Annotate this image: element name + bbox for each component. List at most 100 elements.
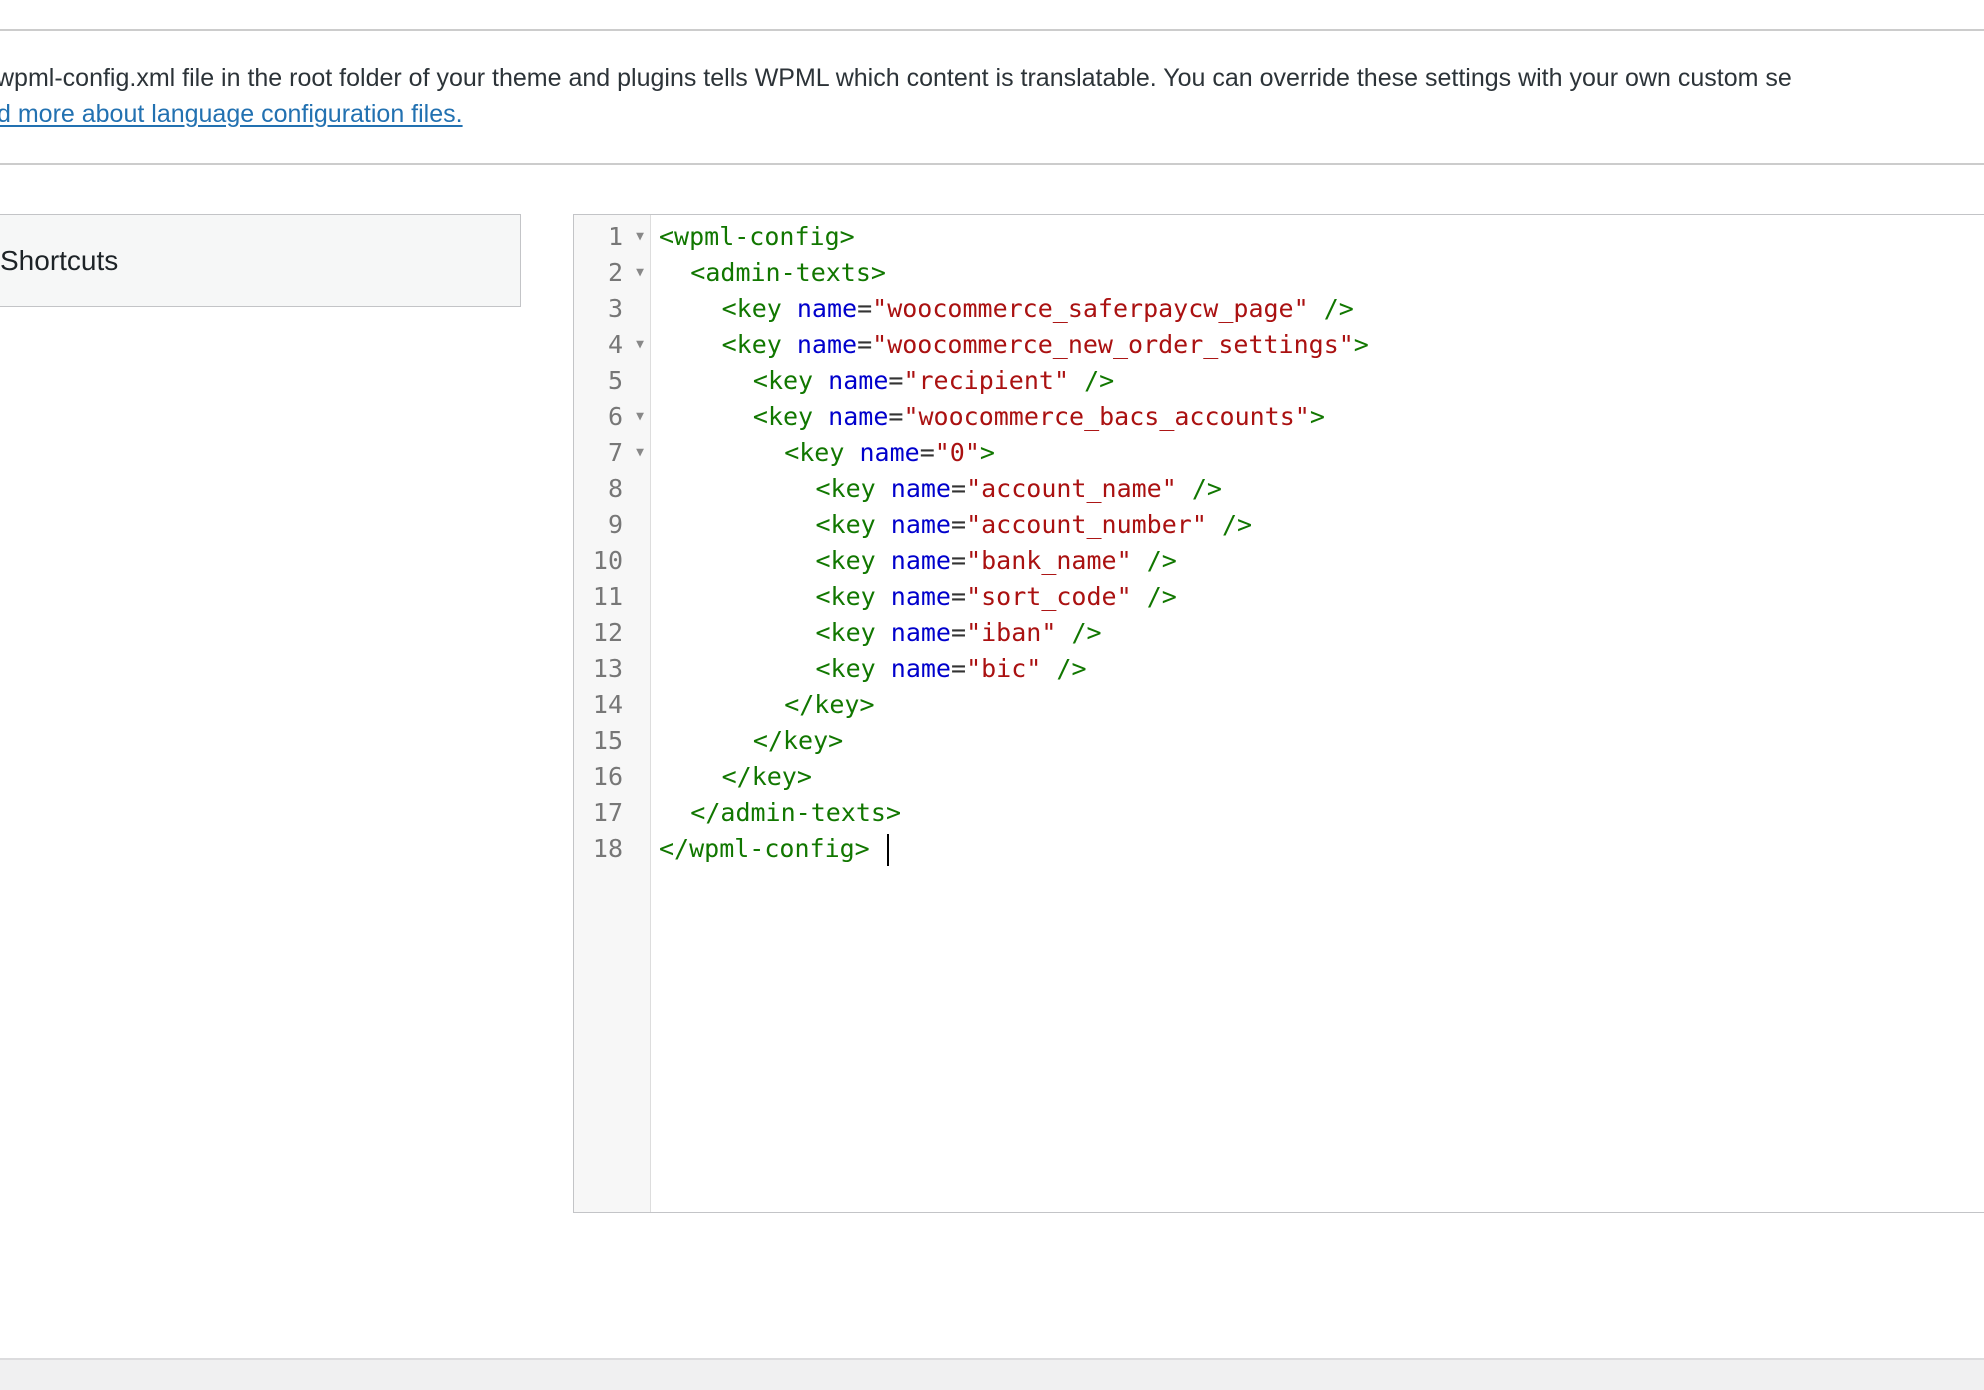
code-token: <key [752,402,814,431]
fold-toggle-icon[interactable]: ▼ [636,409,644,424]
code-line[interactable]: <key name="woocommerce_bacs_accounts"> [753,399,1325,435]
code-token: </key> [752,726,844,755]
code-token: <key [752,366,814,395]
code-line[interactable]: <key name="account_name" /> [816,471,1222,507]
code-token: </key> [721,762,812,791]
code-token: <key [721,294,782,323]
code-token: name [796,294,858,323]
code-token: /> [1071,618,1102,647]
code-token: name [890,654,951,683]
line-number-text: 3 [607,294,623,323]
code-token: </admin-texts> [690,798,902,827]
code-token: = [951,582,967,611]
line-number: 2▼ [574,255,651,291]
code-token [1056,618,1071,647]
code-token: > [979,438,995,467]
line-number-text: 2 [607,258,623,287]
text-cursor [886,834,889,866]
code-line[interactable]: <key name="sort_code" /> [816,579,1177,615]
section-divider [0,163,1984,165]
code-token: /> [1323,294,1354,323]
code-token: name [890,474,951,503]
code-token: <key [815,546,876,575]
code-token: name [859,438,920,467]
code-token: "account_number" [966,510,1207,539]
line-number-text: 16 [592,762,623,791]
code-token: /> [1221,510,1253,539]
code-line[interactable]: <key name="iban" /> [816,615,1102,651]
line-number-text: 1 [607,222,623,251]
code-token: </wpml-config> [659,834,870,863]
code-token: name [828,402,889,431]
code-token [876,654,891,683]
fold-toggle-icon[interactable]: ▼ [636,445,644,460]
code-token: = [857,294,873,323]
code-token: "woocommerce_saferpaycw_page" [872,294,1309,323]
code-token: "iban" [966,618,1057,647]
code-token: "woocommerce_bacs_accounts" [903,402,1310,431]
code-area[interactable]: <wpml-config><admin-texts><key name="woo… [659,215,1984,1212]
code-line[interactable]: <key name="bank_name" /> [816,543,1177,579]
code-token: = [857,330,873,359]
code-token: = [888,402,904,431]
code-token: > [1309,402,1325,431]
code-line[interactable]: <key name="bic" /> [816,651,1087,687]
line-number: 1▼ [574,219,651,255]
code-token [876,582,891,611]
code-token: name [890,618,951,647]
language-config-docs-link[interactable]: d more about language configuration file… [0,100,463,128]
code-token [876,510,891,539]
line-number-text: 9 [607,510,623,539]
code-line[interactable]: </key> [753,723,843,759]
code-line[interactable]: </admin-texts> [690,795,901,831]
code-line[interactable]: <key name="0"> [784,435,995,471]
code-line[interactable]: </key> [784,687,874,723]
code-line[interactable]: </wpml-config> [659,831,889,867]
line-number: 17 [574,795,651,831]
code-token [813,366,828,395]
line-number: 11 [574,579,651,615]
code-token: /> [1146,546,1177,575]
code-token: name [890,510,951,539]
code-token: <key [815,474,876,503]
code-token: = [951,654,967,683]
code-line[interactable]: <key name="recipient" /> [753,363,1114,399]
code-line[interactable]: <admin-texts> [690,255,886,291]
code-token [876,618,891,647]
code-token [1132,582,1147,611]
code-line[interactable]: <wpml-config> [659,219,855,255]
line-number-text: 18 [592,834,623,863]
line-number: 9 [574,507,651,543]
fold-toggle-icon[interactable]: ▼ [636,337,644,352]
code-token: <admin-texts> [690,258,886,287]
fold-toggle-icon[interactable]: ▼ [636,265,644,280]
code-token: <wpml-config> [659,222,855,251]
code-token [1177,474,1192,503]
line-number-text: 11 [592,582,623,611]
line-number-text: 10 [592,546,623,575]
line-number: 10 [574,543,651,579]
code-line[interactable]: <key name="woocommerce_new_order_setting… [722,327,1369,363]
code-line[interactable]: </key> [722,759,812,795]
code-line[interactable]: <key name="woocommerce_saferpaycw_page" … [722,291,1354,327]
shortcuts-button[interactable]: Shortcuts [0,214,521,307]
code-token: </key> [784,690,875,719]
code-token [782,294,797,323]
code-token: "0" [934,438,980,467]
code-token: > [1353,330,1369,359]
line-number-text: 8 [607,474,623,503]
intro-description: wpml-config.xml file in the root folder … [0,60,1984,132]
line-number-text: 14 [592,690,623,719]
fold-toggle-icon[interactable]: ▼ [636,229,644,244]
code-token: /> [1056,654,1087,683]
code-token: <key [815,582,876,611]
code-token [1069,366,1084,395]
intro-text: wpml-config.xml file in the root folder … [0,64,1792,92]
code-token [813,402,828,431]
code-token: = [888,366,904,395]
code-token [870,834,885,863]
code-line[interactable]: <key name="account_number" /> [816,507,1253,543]
